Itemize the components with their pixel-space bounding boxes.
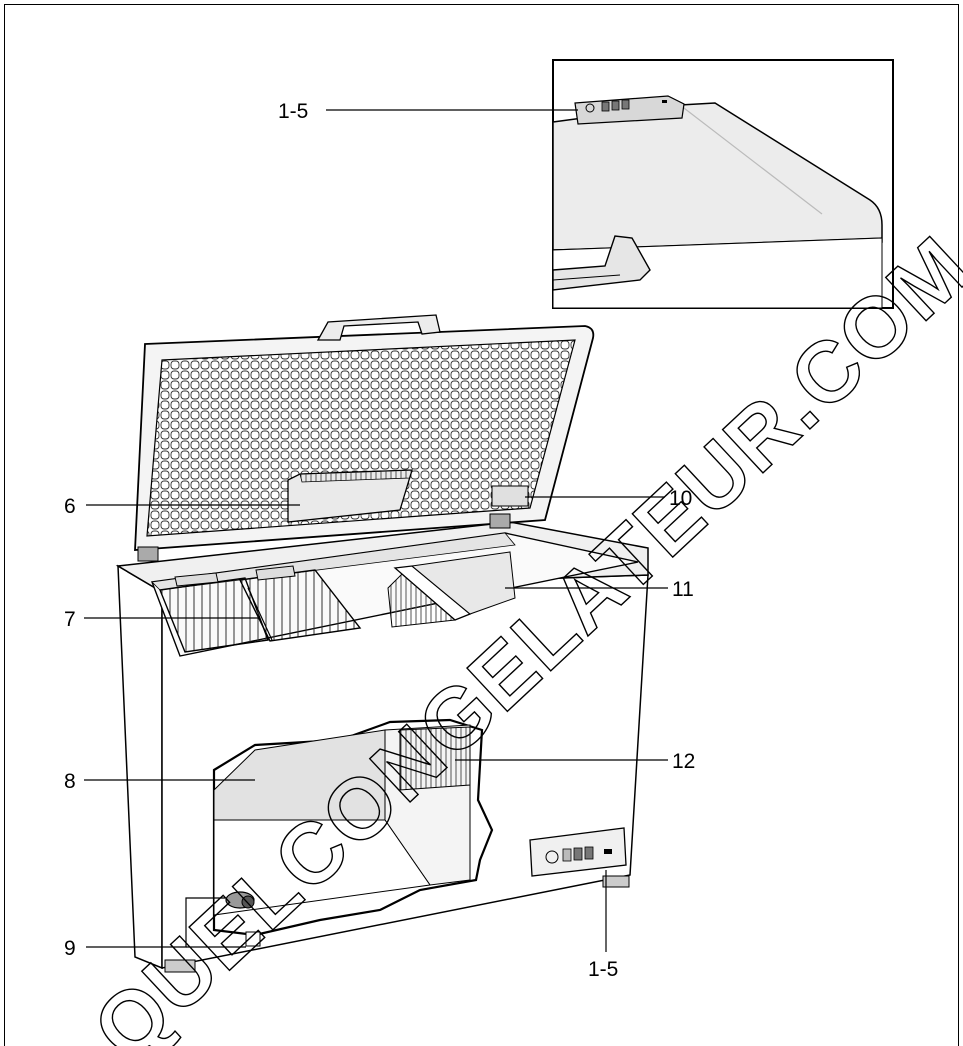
- cutaway: [212, 718, 494, 947]
- page-frame: [4, 4, 959, 1046]
- callout-8: 8: [64, 770, 76, 793]
- divider-wall: [387, 551, 516, 628]
- callout-10: 10: [669, 487, 692, 510]
- baskets: [159, 565, 362, 653]
- callout-9: 9: [64, 937, 76, 960]
- callout-11: 11: [672, 578, 694, 601]
- freezer-lid: [134, 314, 595, 562]
- callout-6: 6: [64, 495, 76, 518]
- leader-lines: [84, 109, 668, 952]
- inset-control-panel: [574, 95, 685, 125]
- control-panel: [529, 827, 627, 877]
- callout-control-panel: 1-5: [588, 958, 618, 981]
- callout-12: 12: [672, 750, 695, 773]
- callout-7: 7: [64, 608, 76, 631]
- inset-detail: [552, 59, 894, 309]
- callout-top-panel: 1-5: [278, 100, 308, 123]
